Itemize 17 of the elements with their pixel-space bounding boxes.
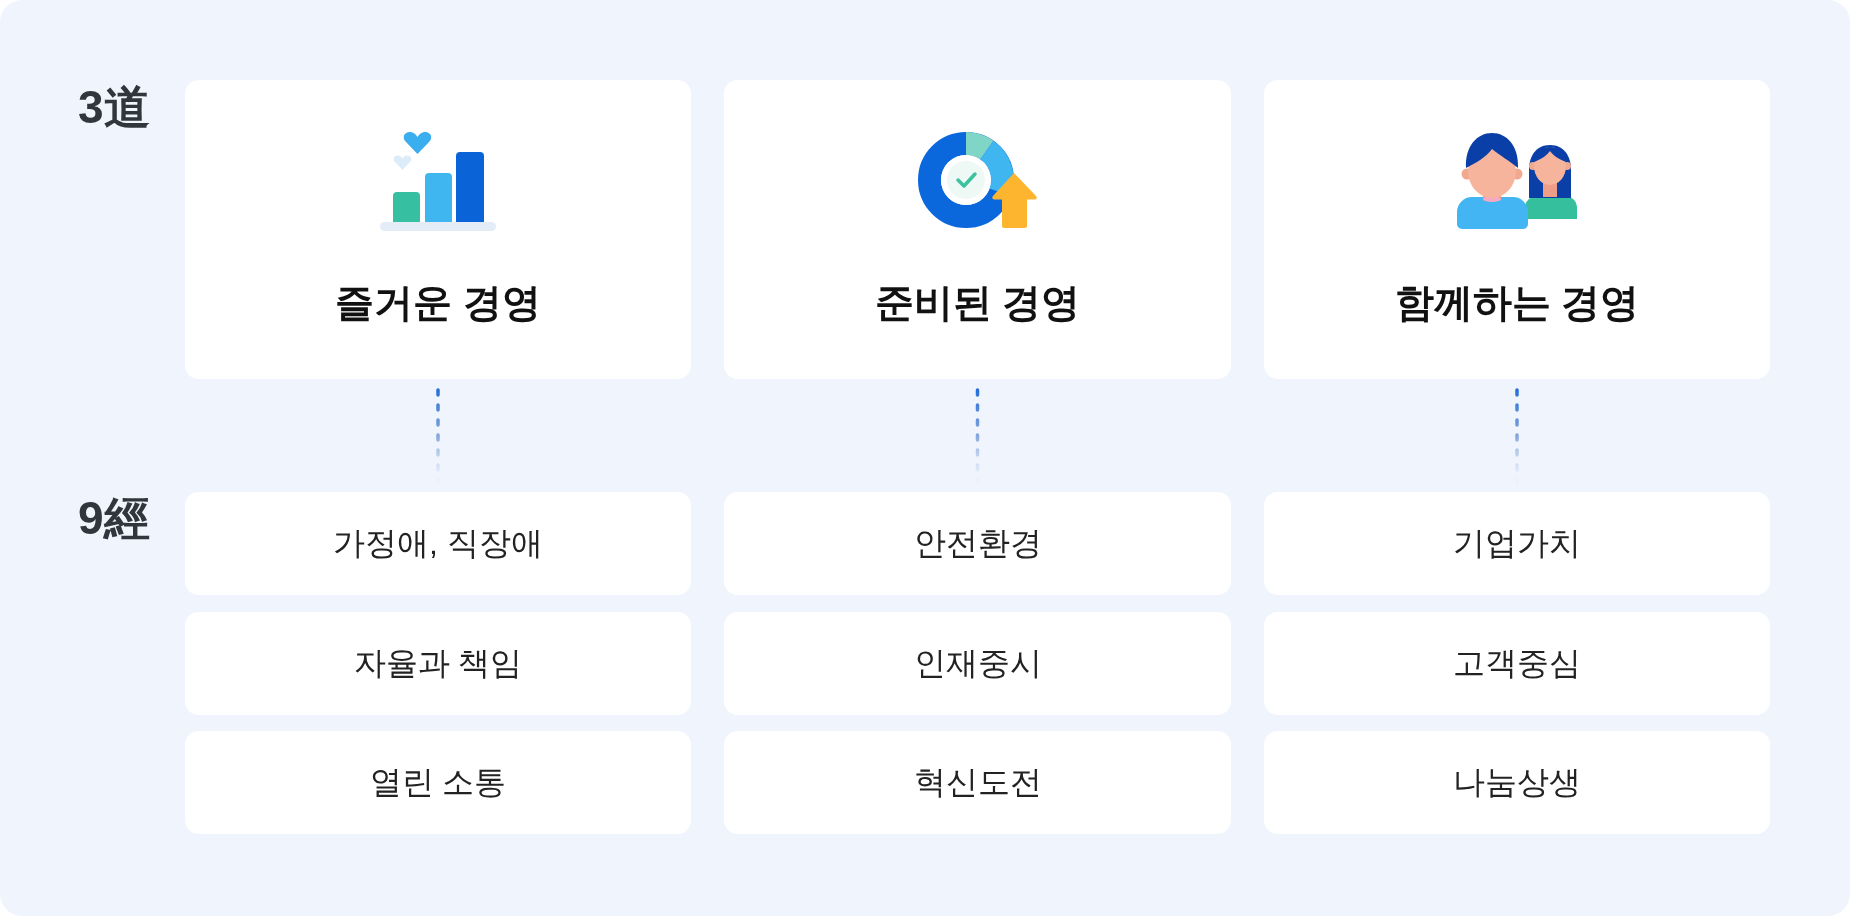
- card-text: 나눔상생: [1453, 763, 1581, 802]
- row-label: 9經: [78, 494, 150, 543]
- card-text: 가정애, 직장애: [333, 524, 543, 563]
- card-text: 안전환경: [913, 524, 1042, 563]
- card-title: 즐거운 경영: [335, 280, 541, 326]
- card-title: 함께하는 경영: [1394, 280, 1640, 326]
- card-text: 기업가치: [1453, 524, 1581, 563]
- card-text: 고객중심: [1453, 644, 1581, 683]
- category-card: [1264, 80, 1770, 379]
- card-text: 혁신도전: [913, 763, 1042, 802]
- row-label: 3道: [78, 83, 150, 132]
- card-text: 인재중시: [913, 644, 1042, 683]
- category-card: [185, 80, 691, 379]
- category-card: [724, 80, 1231, 379]
- card-title: 준비된 경영: [874, 280, 1081, 326]
- card-text: 자율과 책임: [353, 644, 523, 683]
- card-text: 열린 소통: [369, 763, 507, 802]
